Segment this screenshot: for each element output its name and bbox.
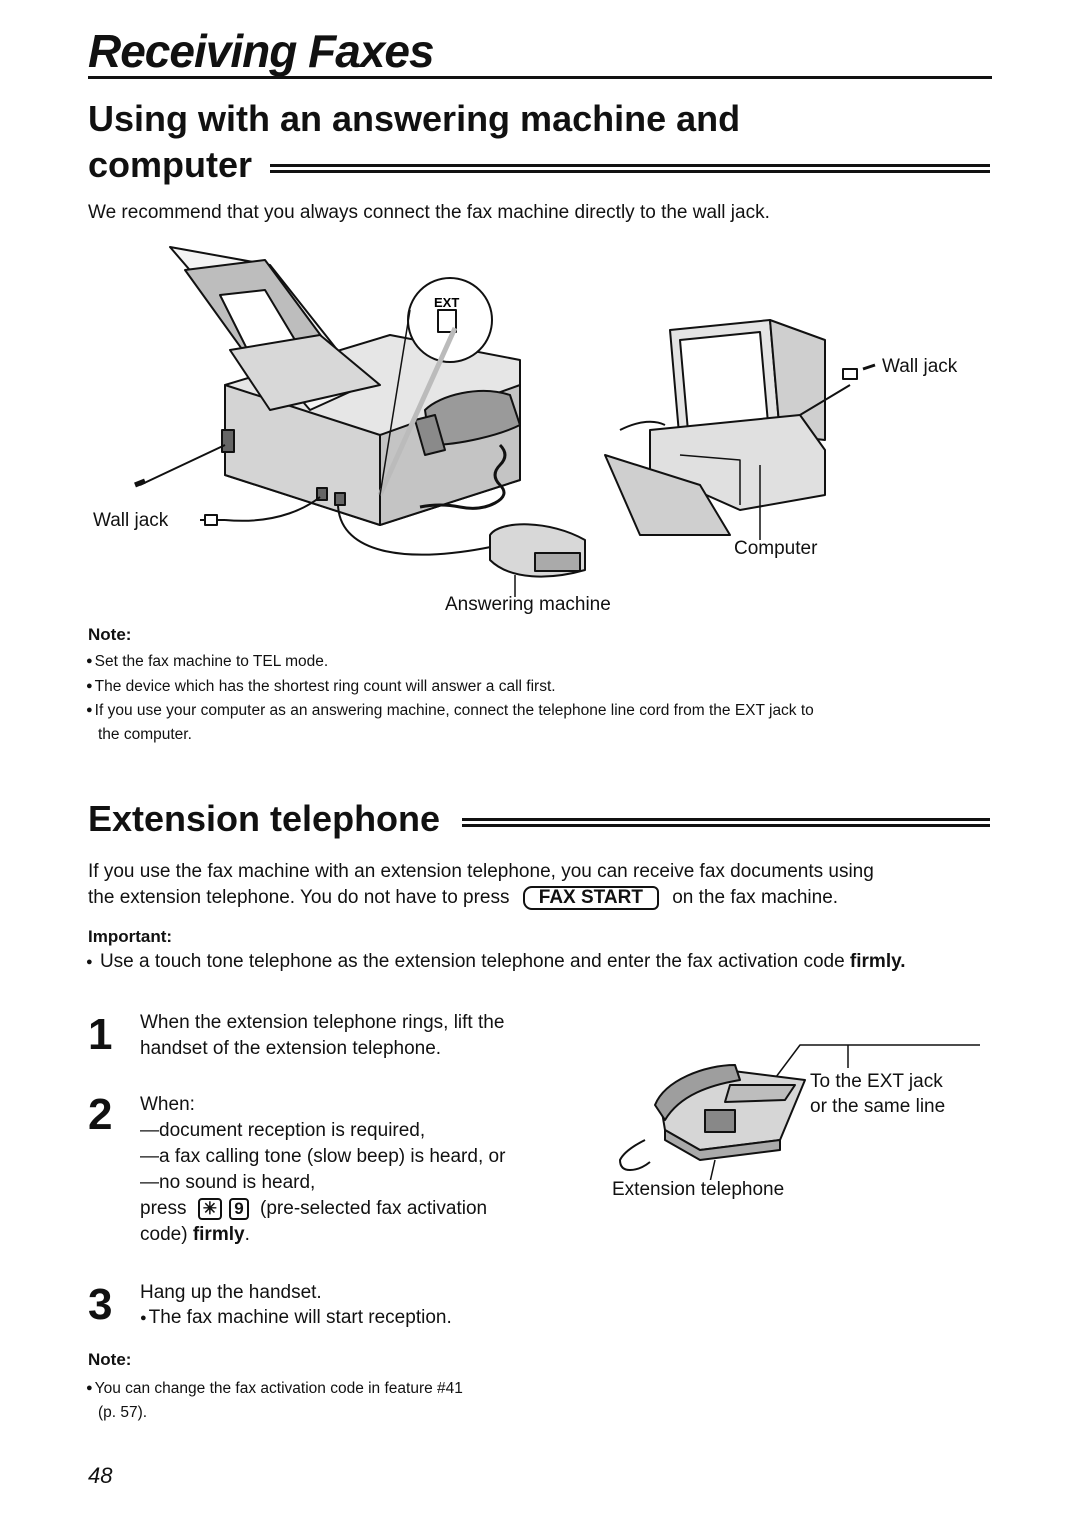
heading-double-rule [462,818,990,827]
section-heading-answering-machine-line2: computer [88,144,253,185]
computer-label: Computer [734,538,818,559]
step2-text-line1: When: [140,1094,195,1115]
important-label: Important: [88,927,173,946]
important-firmly: firmly. [849,951,906,972]
note-item: The device which has the shortest ring c… [86,676,556,699]
ext-jack-label-line2: or the same line [810,1096,946,1117]
step3-text-line1: Hang up the handset. [140,1282,322,1303]
telephone-illustration [619,1064,806,1171]
step1-text-line1: When the extension telephone rings, lift… [140,1012,505,1033]
star-key: ✳ [197,1198,222,1220]
step2-code-line: code) firmly. [140,1222,250,1248]
section-heading-extension-telephone: Extension telephone [88,798,441,839]
code-text: code) [140,1224,188,1245]
step-number: 1 [88,1010,113,1059]
ext-jack-callout [377,277,493,497]
section2-intro-line1: If you use the fax machine with an exten… [88,861,874,882]
intro-text: on the fax machine. [672,887,839,908]
step3-text-line2: The fax machine will start reception. [140,1305,452,1333]
section-heading-answering-machine-line1: Using with an answering machine and [88,98,741,139]
ext-label-text: EXT [434,295,459,310]
step2-text-line2: —document reception is required, [140,1120,426,1141]
answering-machine-label: Answering machine [445,594,611,615]
firmly-text: firmly [192,1224,245,1245]
note-item-continuation: (p. 57). [98,1404,148,1421]
answering-machine-illustration [489,523,586,597]
note-item: Set the fax machine to TEL mode. [86,651,329,674]
section1-intro: We recommend that you always connect the… [88,202,770,223]
fax-start-key: FAX START [522,886,659,910]
press-text: press [140,1198,187,1219]
section2-intro-line2: the extension telephone. You do not have… [88,885,838,911]
page-title: Receiving Faxes [88,25,435,77]
press-after-text: (pre-selected fax activation [260,1198,488,1219]
step2-text-line4: —no sound is heard, [140,1172,316,1193]
ext-jack-label-line1: To the EXT jack [810,1071,943,1092]
step-number: 3 [88,1280,113,1329]
note-item: You can change the fax activation code i… [86,1378,463,1401]
wall-jack-right-label: Wall jack [882,356,958,377]
wall-jack-left-label: Wall jack [93,510,169,531]
step2-press-line: press ✳ 9 (pre-selected fax activation [140,1196,487,1222]
note-item: If you use your computer as an answering… [86,700,814,723]
heading-double-rule [270,164,990,173]
extension-telephone-label: Extension telephone [612,1179,785,1200]
step-number: 2 [88,1090,113,1139]
important-text: Use a touch tone telephone as the extens… [86,949,906,977]
note-item-continuation: the computer. [98,726,192,743]
note-label: Note: [88,625,132,644]
extension-telephone-diagram [619,1044,980,1180]
fax-machine-illustration [169,246,521,526]
important-body: Use a touch tone telephone as the extens… [99,951,845,972]
intro-text: the extension telephone. You do not have… [88,887,510,908]
step2-text-line3: —a fax calling tone (slow beep) is heard… [140,1146,506,1167]
connection-diagram: EXT [134,246,876,597]
nine-key: 9 [229,1198,249,1220]
title-rule [88,76,992,79]
period-text: . [244,1224,250,1245]
step1-text-line2: handset of the extension telephone. [140,1038,442,1059]
computer-illustration [604,319,858,540]
note-label: Note: [88,1350,132,1369]
page-number: 48 [88,1463,113,1488]
